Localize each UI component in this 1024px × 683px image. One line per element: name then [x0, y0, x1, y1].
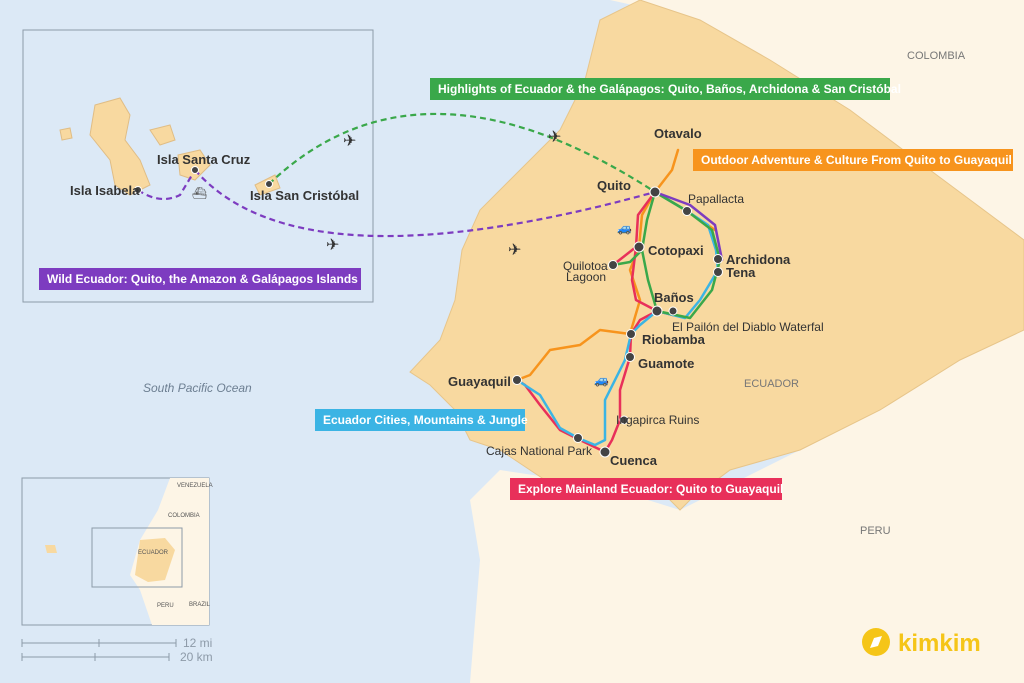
place-markers: [134, 166, 723, 458]
route-tag-mainland[interactable]: [510, 478, 782, 500]
place-san-cristobal: Isla San Cristóbal: [250, 188, 359, 203]
place-archidona: Archidona: [726, 252, 791, 267]
route-tag-mainland-label: Explore Mainland Ecuador: Quito to Guaya…: [518, 482, 783, 496]
route-tag-wild-label: Wild Ecuador: Quito, the Amazon & Galápa…: [47, 272, 358, 286]
route-tag-cities-label: Ecuador Cities, Mountains & Jungle: [323, 413, 528, 427]
locator-ecuador: ECUADOR: [138, 550, 169, 556]
car-icons: 🚙 🚙 ⛴: [192, 186, 632, 387]
plane-icon: ✈: [343, 133, 356, 150]
plane-icon: ✈: [508, 242, 521, 259]
place-isabela: Isla Isabela: [70, 183, 140, 198]
flight-route-purple: [194, 169, 656, 238]
route-tag-outdoor[interactable]: [693, 149, 1013, 171]
car-icon: 🚙: [617, 221, 632, 235]
route-tag-highlights[interactable]: [430, 78, 890, 100]
country-label-colombia: COLOMBIA: [907, 50, 966, 62]
place-cajas: Cajas National Park: [486, 444, 593, 458]
route-tag-wild[interactable]: [39, 268, 361, 290]
car-icon: 🚙: [594, 373, 609, 387]
boat-route-purple: [137, 169, 196, 201]
place-quilotoa-2: Lagoon: [566, 270, 606, 284]
route-tag-highlights-label: Highlights of Ecuador & the Galápagos: Q…: [438, 82, 901, 96]
place-tena: Tena: [726, 265, 756, 280]
route-tag-cities[interactable]: [315, 409, 525, 431]
plane-icons: ✈ ✈ ✈ ✈: [326, 129, 561, 259]
plane-icon: ✈: [326, 237, 339, 254]
place-banos: Baños: [654, 290, 694, 305]
country-label-peru: PERU: [860, 525, 891, 537]
locator-peru: PERU: [157, 603, 174, 609]
place-guayaquil: Guayaquil: [448, 374, 511, 389]
place-riobamba: Riobamba: [642, 332, 706, 347]
scale-km: 20 km: [180, 650, 213, 664]
ocean-label: South Pacific Ocean: [143, 381, 252, 395]
neighbor-land: [470, 0, 1024, 683]
place-papallacta: Papallacta: [688, 192, 744, 206]
country-label-ecuador: ECUADOR: [744, 378, 799, 390]
galapagos-inset-frame: [22, 29, 374, 303]
brand-name: kimkim: [898, 630, 981, 657]
galapagos-islands: [59, 97, 281, 196]
place-pailon: El Pailón del Diablo Waterfal: [672, 320, 824, 334]
locator-colombia: COLOMBIA: [168, 513, 200, 519]
place-cotopaxi: Cotopaxi: [648, 243, 704, 258]
scale-mi: 12 mi: [183, 636, 212, 650]
flight-route-green: [268, 112, 656, 193]
place-ingapirca: Ingapirca Ruins: [616, 413, 699, 427]
place-otavalo: Otavalo: [654, 126, 702, 141]
locator-brazil: BRAZIL: [189, 602, 211, 608]
boat-icon: ⛴: [192, 186, 207, 200]
plane-icon: ✈: [548, 129, 561, 146]
place-quilotoa: Quilotoa: [563, 259, 608, 273]
locator-venezuela: VENEZUELA: [177, 483, 213, 489]
scale-bar: [21, 639, 177, 661]
place-santa-cruz: Isla Santa Cruz: [157, 152, 251, 167]
locator-map: VENEZUELA COLOMBIA ECUADOR PERU BRAZIL: [21, 477, 213, 626]
kimkim-logo: kimkim: [862, 628, 981, 657]
route-tag-outdoor-label: Outdoor Adventure & Culture From Quito t…: [701, 153, 1012, 167]
place-guamote: Guamote: [638, 356, 694, 371]
place-cuenca: Cuenca: [610, 453, 658, 468]
place-quito: Quito: [597, 178, 631, 193]
route-purple: [653, 190, 724, 262]
